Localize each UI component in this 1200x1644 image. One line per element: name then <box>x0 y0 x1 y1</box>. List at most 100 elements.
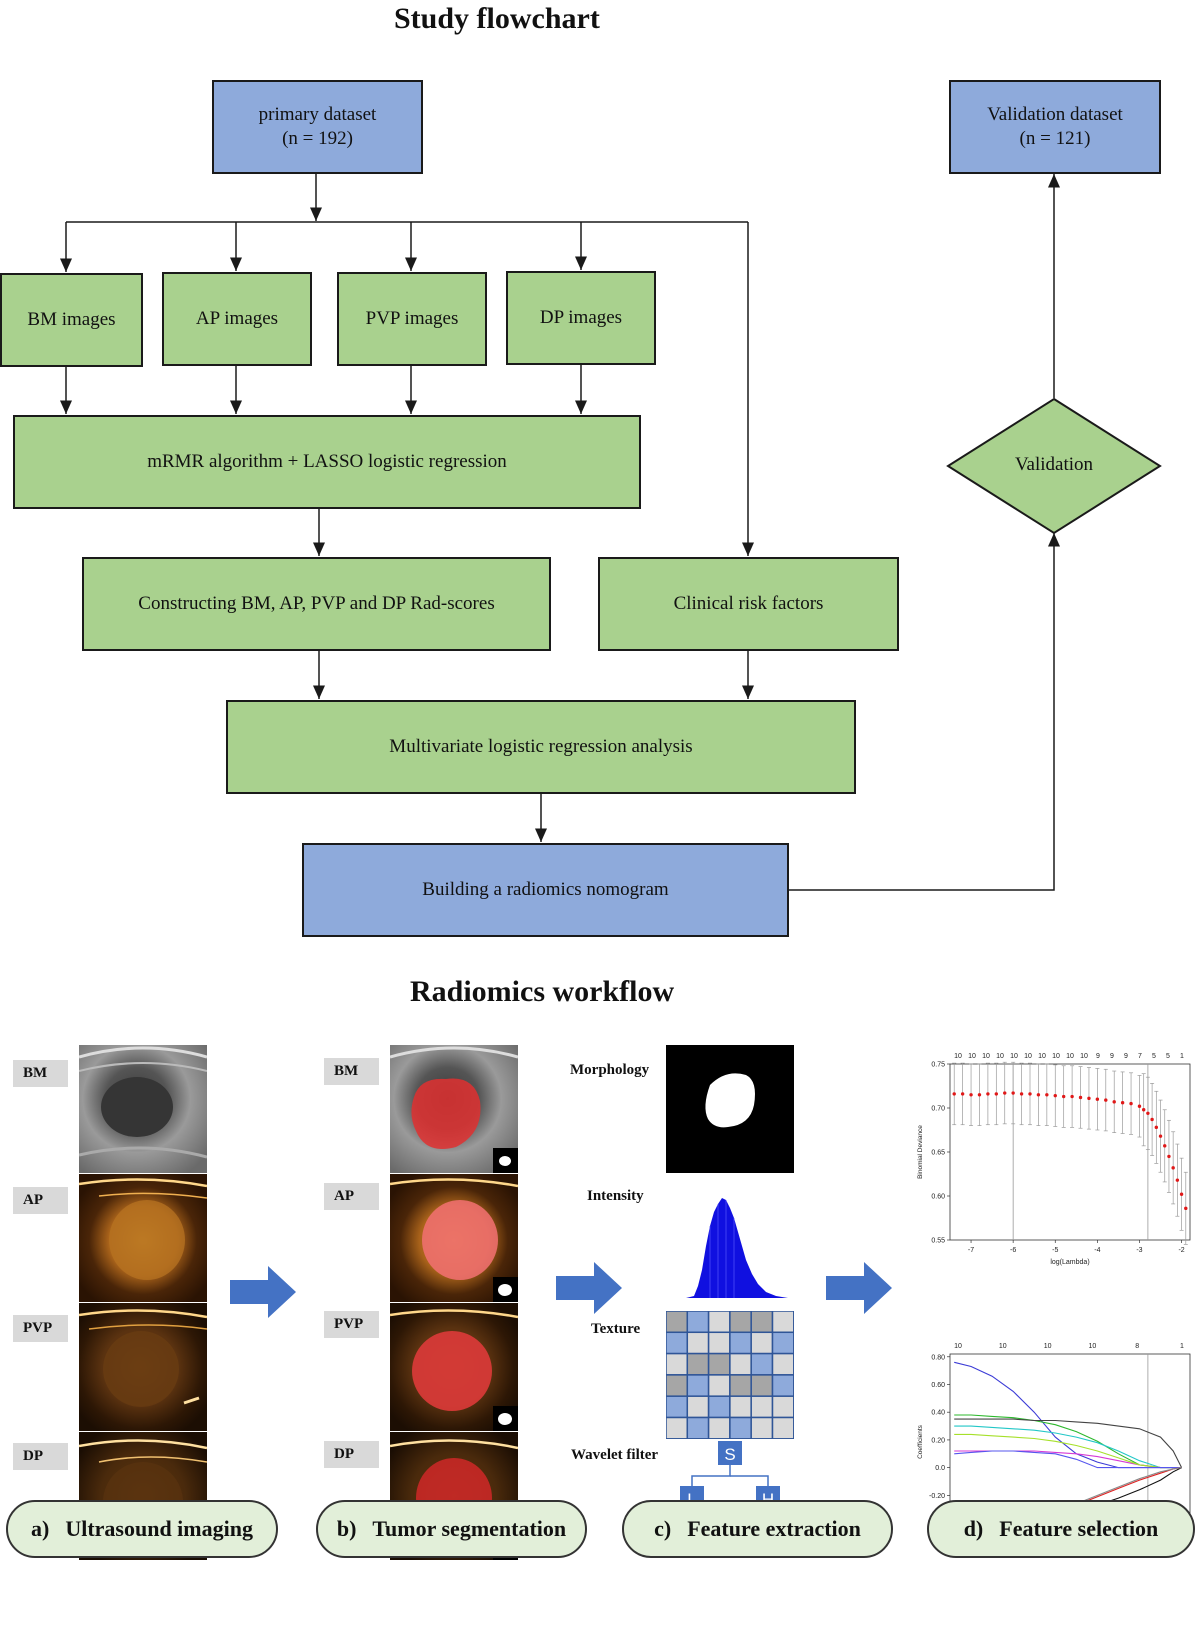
x-axis-label: log(Lambda) <box>1050 1259 1089 1266</box>
top-tick-label: 1 <box>1180 1343 1184 1350</box>
multivariate-box: Multivariate logistic regression analysi… <box>226 700 856 794</box>
deviance-point <box>1184 1206 1188 1211</box>
coefficient-path-7 <box>954 1450 1182 1469</box>
deviance-point <box>1095 1097 1100 1101</box>
x-tick-label: -4 <box>1094 1247 1100 1254</box>
morphology-mask-image <box>666 1045 794 1173</box>
top-tick-label: 10 <box>1066 1053 1074 1060</box>
deviance-point <box>1070 1094 1074 1099</box>
deviance-point <box>1158 1134 1163 1138</box>
y-tick-label: 0.55 <box>931 1238 945 1245</box>
pvp-images-box: PVP images <box>337 272 487 366</box>
x-tick-label: -3 <box>1136 1247 1142 1254</box>
clinical-risk-box: Clinical risk factors <box>598 557 899 651</box>
tag-pvp-b: PVP <box>324 1311 379 1338</box>
ap-images-box: AP images <box>162 272 312 366</box>
deviance-point <box>1146 1111 1150 1115</box>
coefficient-path-5 <box>954 1450 1182 1469</box>
deviance-point <box>1179 1192 1184 1196</box>
morphology-label: Morphology <box>570 1062 650 1078</box>
deviance-point <box>1163 1144 1167 1148</box>
step-c-pill: c) Feature extraction <box>622 1500 893 1558</box>
deviance-point <box>1104 1098 1108 1102</box>
deviance-point <box>994 1092 999 1096</box>
top-tick-label: 10 <box>1024 1053 1032 1060</box>
top-tick-label: 1 <box>1180 1053 1184 1060</box>
tag-dp-a: DP <box>13 1443 68 1470</box>
step-b-label: Tumor segmentation <box>372 1516 567 1541</box>
validation-label: Validation <box>1014 454 1094 475</box>
x-tick-label: -2 <box>1178 1247 1184 1254</box>
deviance-point <box>1053 1093 1057 1098</box>
top-tick-label: 10 <box>1089 1343 1097 1350</box>
deviance-point <box>1078 1095 1083 1100</box>
coefficient-path-1 <box>954 1361 1182 1469</box>
deviance-point <box>1003 1091 1007 1095</box>
deviance-point <box>1112 1100 1116 1104</box>
tag-pvp-a: PVP <box>13 1315 68 1342</box>
tag-dp-b: DP <box>324 1441 379 1468</box>
deviance-point <box>1045 1093 1049 1097</box>
tag-bm-b: BM <box>324 1058 379 1085</box>
y-tick-label: 0.60 <box>931 1194 945 1201</box>
top-tick-label: 10 <box>968 1053 976 1060</box>
deviance-point <box>986 1092 990 1096</box>
mrmr-lasso-box: mRMR algorithm + LASSO logistic regressi… <box>13 415 641 509</box>
x-tick-label: -5 <box>1052 1247 1058 1254</box>
y-axis-label: Binomial Deviance <box>917 1125 924 1179</box>
deviance-point <box>1019 1092 1024 1096</box>
deviance-point <box>1028 1092 1032 1096</box>
deviance-point <box>1141 1108 1146 1112</box>
deviance-point <box>1061 1094 1066 1099</box>
deviance-point <box>960 1092 965 1096</box>
rad-scores-box: Constructing BM, AP, PVP and DP Rad-scor… <box>82 557 551 651</box>
step-b-pill: b) Tumor segmentation <box>316 1500 587 1558</box>
validation-dataset-box: Validation dataset (n = 121) <box>949 80 1161 174</box>
x-tick-label: -7 <box>968 1247 974 1254</box>
tag-ap-a: AP <box>13 1187 68 1214</box>
bm-images-box: BM images <box>0 273 143 367</box>
texture-label: Texture <box>591 1321 641 1337</box>
top-tick-label: 7 <box>1138 1053 1142 1060</box>
top-tick-label: 5 <box>1166 1053 1170 1060</box>
top-tick-label: 10 <box>1010 1053 1018 1060</box>
y-tick-label: 0.0 <box>935 1465 945 1472</box>
svg-text:S: S <box>724 1445 735 1464</box>
top-tick-label: 10 <box>1052 1053 1060 1060</box>
y-tick-label: -0.20 <box>929 1493 945 1500</box>
top-tick-label: 10 <box>1044 1343 1052 1350</box>
flowchart-connectors <box>60 174 1162 891</box>
y-tick-label: 0.20 <box>931 1437 945 1444</box>
top-tick-label: 10 <box>982 1053 990 1060</box>
deviance-point <box>1120 1101 1125 1105</box>
workflow-title: Radiomics workflow <box>410 975 675 1008</box>
deviance-point <box>1011 1091 1015 1095</box>
y-tick-label: 0.40 <box>931 1410 945 1417</box>
dp-images-box: DP images <box>506 271 656 365</box>
step-d-label: Feature selection <box>999 1516 1159 1541</box>
step-c-label: Feature extraction <box>687 1516 861 1541</box>
wavelet-filter-label: Wavelet filter <box>571 1447 659 1463</box>
texture-matrix-grid <box>666 1311 794 1439</box>
workflow-arrow-3 <box>826 1262 892 1314</box>
intensity-label: Intensity <box>587 1188 644 1204</box>
top-tick-label: 8 <box>1135 1343 1139 1350</box>
deviance-point <box>1175 1178 1180 1182</box>
intensity-histogram <box>686 1198 788 1298</box>
workflow-arrow-1 <box>230 1266 296 1318</box>
ultrasound-ap-image <box>79 1174 207 1302</box>
workflow-arrow-2 <box>556 1262 622 1314</box>
coefficient-path-2 <box>954 1414 1182 1469</box>
step-a-letter: a) <box>31 1516 50 1541</box>
top-tick-label: 5 <box>1152 1053 1156 1060</box>
svg-text:L: L <box>687 1490 696 1509</box>
segmented-pvp-image <box>390 1303 518 1431</box>
deviance-point <box>1036 1093 1041 1097</box>
tag-ap-b: AP <box>324 1183 379 1210</box>
validation-diamond <box>946 397 1162 535</box>
step-a-pill: a) Ultrasound imaging <box>6 1500 278 1558</box>
top-tick-label: 10 <box>1038 1053 1046 1060</box>
flowchart-title: Study flowchart <box>394 2 600 35</box>
step-c-letter: c) <box>654 1516 672 1541</box>
